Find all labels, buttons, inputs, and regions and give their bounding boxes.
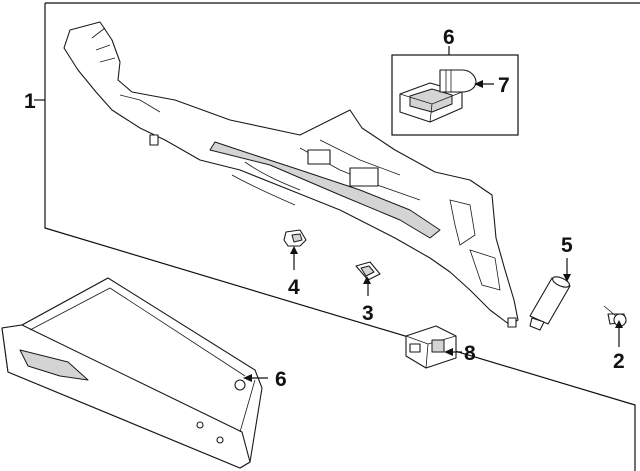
callout-6-top: 6 — [443, 26, 455, 49]
arrow-4 — [290, 246, 298, 254]
glove-box-bin — [1, 277, 263, 469]
callout-7: 7 — [498, 74, 510, 97]
glove-box-lamp — [399, 82, 463, 123]
assembly-frame-outline — [44, 3, 636, 471]
glove-box-switch — [405, 325, 457, 369]
retainer-clip — [283, 229, 307, 247]
callout-2: 2 — [613, 350, 625, 373]
screw — [603, 305, 627, 327]
arrow-8 — [444, 348, 453, 356]
arrow-5 — [563, 274, 571, 282]
arrow-3 — [363, 276, 371, 284]
lamp-detail-box — [391, 54, 519, 136]
callout-6-bottom: 6 — [275, 368, 287, 391]
glove-box-damper — [529, 276, 571, 331]
instrument-panel-housing — [63, 21, 519, 328]
callout-3: 3 — [362, 302, 374, 325]
arrow-7 — [474, 80, 483, 88]
arrow-6-bottom — [243, 374, 252, 382]
callout-1: 1 — [24, 90, 36, 113]
lamp-bulb — [439, 69, 477, 93]
callout-5: 5 — [561, 234, 573, 257]
callout-8: 8 — [464, 342, 476, 365]
arrow-2 — [615, 320, 623, 328]
callout-4: 4 — [288, 276, 300, 299]
bracket-nut — [355, 261, 381, 281]
